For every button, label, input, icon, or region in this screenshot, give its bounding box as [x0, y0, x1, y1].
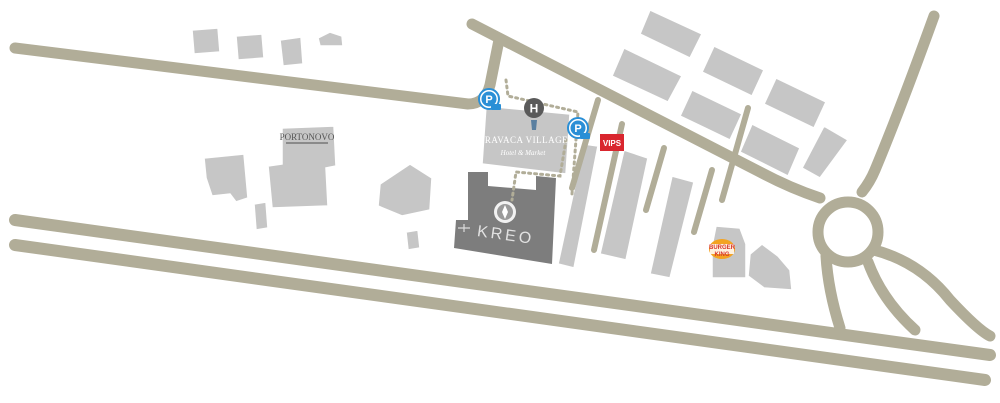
road — [868, 244, 996, 342]
building — [203, 153, 249, 203]
building — [235, 33, 265, 61]
car-icon — [491, 104, 501, 110]
portonovo-text: PORTONOVO — [280, 132, 335, 142]
highway-lane-lower — [9, 239, 991, 386]
buildings — [191, 8, 850, 291]
building — [800, 124, 850, 179]
road — [820, 250, 846, 334]
building — [279, 36, 304, 67]
car-icon — [580, 133, 590, 139]
road — [466, 18, 826, 204]
kreo-mark — [458, 224, 470, 232]
building — [599, 149, 649, 261]
building — [649, 175, 695, 279]
building — [639, 8, 704, 59]
building — [377, 163, 433, 217]
burger-king-line2: KING — [715, 252, 730, 258]
building — [747, 243, 793, 291]
vips-logo[interactable]: VIPS — [600, 134, 624, 151]
parking-letter: P — [574, 123, 581, 135]
vips-text: VIPS — [603, 139, 622, 148]
highway-lane-upper — [9, 214, 996, 361]
road — [569, 97, 601, 191]
building — [679, 88, 743, 142]
hotel-letter: H — [530, 102, 539, 116]
aravaca-village-title: ARAVACA VILLAGE — [478, 135, 568, 145]
road — [643, 145, 667, 213]
building — [405, 229, 421, 251]
road — [856, 10, 940, 198]
building — [317, 31, 344, 47]
building — [701, 44, 765, 98]
road — [691, 167, 715, 235]
hotel-pin — [531, 120, 537, 130]
pedestrian-paths — [504, 78, 580, 202]
building — [191, 27, 221, 55]
hotel-icon[interactable]: H — [524, 98, 544, 130]
building-portonovo — [267, 125, 337, 209]
burger-king-logo[interactable]: BURGER KING — [709, 239, 736, 259]
parking-letter: P — [485, 94, 492, 106]
building — [253, 201, 269, 231]
portonovo-label: PORTONOVO — [280, 132, 335, 144]
building — [739, 122, 801, 178]
building — [557, 143, 599, 269]
parking-icon[interactable]: P — [478, 88, 501, 110]
parking-icon[interactable]: P — [567, 117, 590, 139]
road — [719, 105, 751, 203]
road — [862, 256, 921, 336]
divider — [286, 142, 328, 144]
pedestrian-path — [510, 138, 568, 202]
roundabout — [812, 196, 884, 268]
location-marker-icon — [494, 201, 516, 223]
burger-king-line1: BURGER — [709, 245, 736, 251]
aravaca-village-subtitle: Hotel & Market — [500, 149, 547, 157]
building — [763, 76, 827, 130]
building — [611, 46, 684, 103]
pedestrian-path — [504, 78, 580, 196]
